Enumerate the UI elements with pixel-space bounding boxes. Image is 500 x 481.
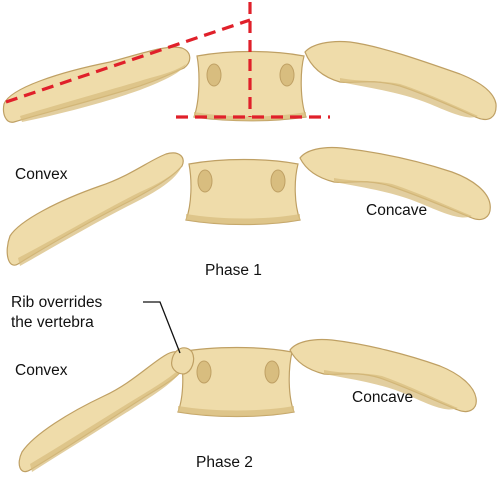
facet-right-phase-2 bbox=[264, 360, 280, 384]
label-phase-2: Phase 2 bbox=[196, 454, 253, 471]
label-concave-phase-1: Concave bbox=[366, 202, 428, 219]
facet-left-phase-2 bbox=[196, 360, 212, 384]
facet-left-phase-1 bbox=[197, 169, 213, 193]
annotation-line-2: the vertebra bbox=[11, 314, 94, 331]
label-concave-phase-2: Concave bbox=[352, 389, 414, 406]
annotation-leader-line bbox=[143, 301, 181, 354]
label-convex-phase-1: Convex bbox=[15, 166, 68, 183]
annotation-line-1: Rib overrides bbox=[11, 294, 103, 311]
panel-phase-1 bbox=[6, 146, 491, 266]
facet-right-phase-1 bbox=[270, 169, 286, 193]
label-phase-1: Phase 1 bbox=[205, 262, 262, 279]
right-rib-top bbox=[304, 40, 497, 121]
vertebra-phase-2 bbox=[177, 346, 295, 418]
facet-right-top bbox=[279, 63, 295, 87]
angle-guide-lines bbox=[5, 2, 330, 119]
left-rib-top bbox=[2, 46, 191, 123]
label-convex-phase-2: Convex bbox=[15, 362, 68, 379]
panel-phase-2 bbox=[18, 301, 477, 473]
facet-left-top bbox=[206, 63, 222, 87]
rib-head-override bbox=[171, 347, 195, 375]
panel-top bbox=[2, 2, 497, 123]
